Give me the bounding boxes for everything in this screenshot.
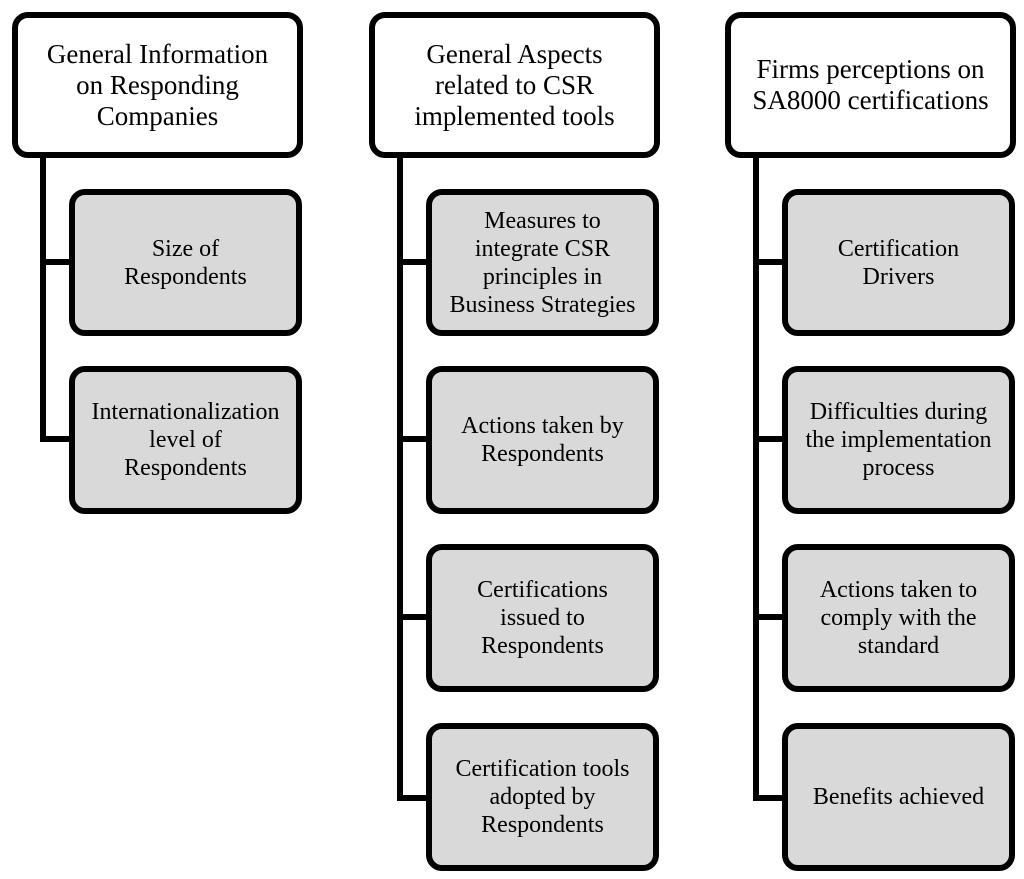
column-2-connector-branch-2 <box>397 436 431 442</box>
column-2-item-2: Actions taken by Respondents <box>426 366 659 514</box>
column-1-item-2: Internationalization level of Respondent… <box>69 366 302 514</box>
column-3-connector-branch-3 <box>753 614 787 620</box>
column-1-item-2-label: Internationalization level of Respondent… <box>91 399 280 481</box>
column-2-item-3: Certifications issued to Respondents <box>426 544 659 692</box>
column-2-connector-branch-3 <box>397 614 431 620</box>
column-2-item-1: Measures to integrate CSR principles in … <box>426 189 659 336</box>
column-1-header: General Information on Responding Compan… <box>12 12 303 158</box>
column-2-connector-vertical <box>397 152 403 801</box>
column-2-item-3-label: Certifications issued to Respondents <box>477 577 608 659</box>
column-3-item-3: Actions taken to comply with the standar… <box>782 544 1015 692</box>
column-3-connector-branch-2 <box>753 436 787 442</box>
column-2-item-2-label: Actions taken by Respondents <box>461 413 624 467</box>
column-3-item-3-label: Actions taken to comply with the standar… <box>819 577 978 659</box>
column-1-item-1: Size of Respondents <box>69 189 302 336</box>
column-3-item-4-label: Benefits achieved <box>812 784 985 810</box>
column-2-item-1-label: Measures to integrate CSR principles in … <box>449 207 636 318</box>
column-2-item-4-label: Certification tools adopted by Responden… <box>455 756 630 838</box>
column-3-item-1-label: Certification Drivers <box>837 235 960 290</box>
column-3-connector-vertical <box>753 152 759 801</box>
column-2-connector-branch-4 <box>397 795 431 801</box>
column-3-item-4: Benefits achieved <box>782 723 1015 871</box>
column-2-header: General Aspects related to CSR implement… <box>369 12 660 158</box>
column-1-header-label: General Information on Responding Compan… <box>46 38 269 131</box>
column-3-connector-branch-1 <box>753 259 787 265</box>
column-1-connector-branch-1 <box>40 259 74 265</box>
column-2-item-4: Certification tools adopted by Responden… <box>426 723 659 871</box>
column-3-header: Firms perceptions on SA8000 certificatio… <box>725 12 1016 158</box>
column-3-item-1: Certification Drivers <box>782 189 1015 336</box>
column-1-item-1-label: Size of Respondents <box>124 235 247 290</box>
column-1-connector-branch-2 <box>40 436 74 442</box>
column-3-item-2: Difficulties during the implementation p… <box>782 366 1015 514</box>
column-3-item-2-label: Difficulties during the implementation p… <box>805 399 992 481</box>
column-1-connector-vertical <box>40 152 46 442</box>
column-2-connector-branch-1 <box>397 259 431 265</box>
column-3-connector-branch-4 <box>753 795 787 801</box>
column-2-header-label: General Aspects related to CSR implement… <box>414 38 615 131</box>
column-3-header-label: Firms perceptions on SA8000 certificatio… <box>752 54 989 115</box>
